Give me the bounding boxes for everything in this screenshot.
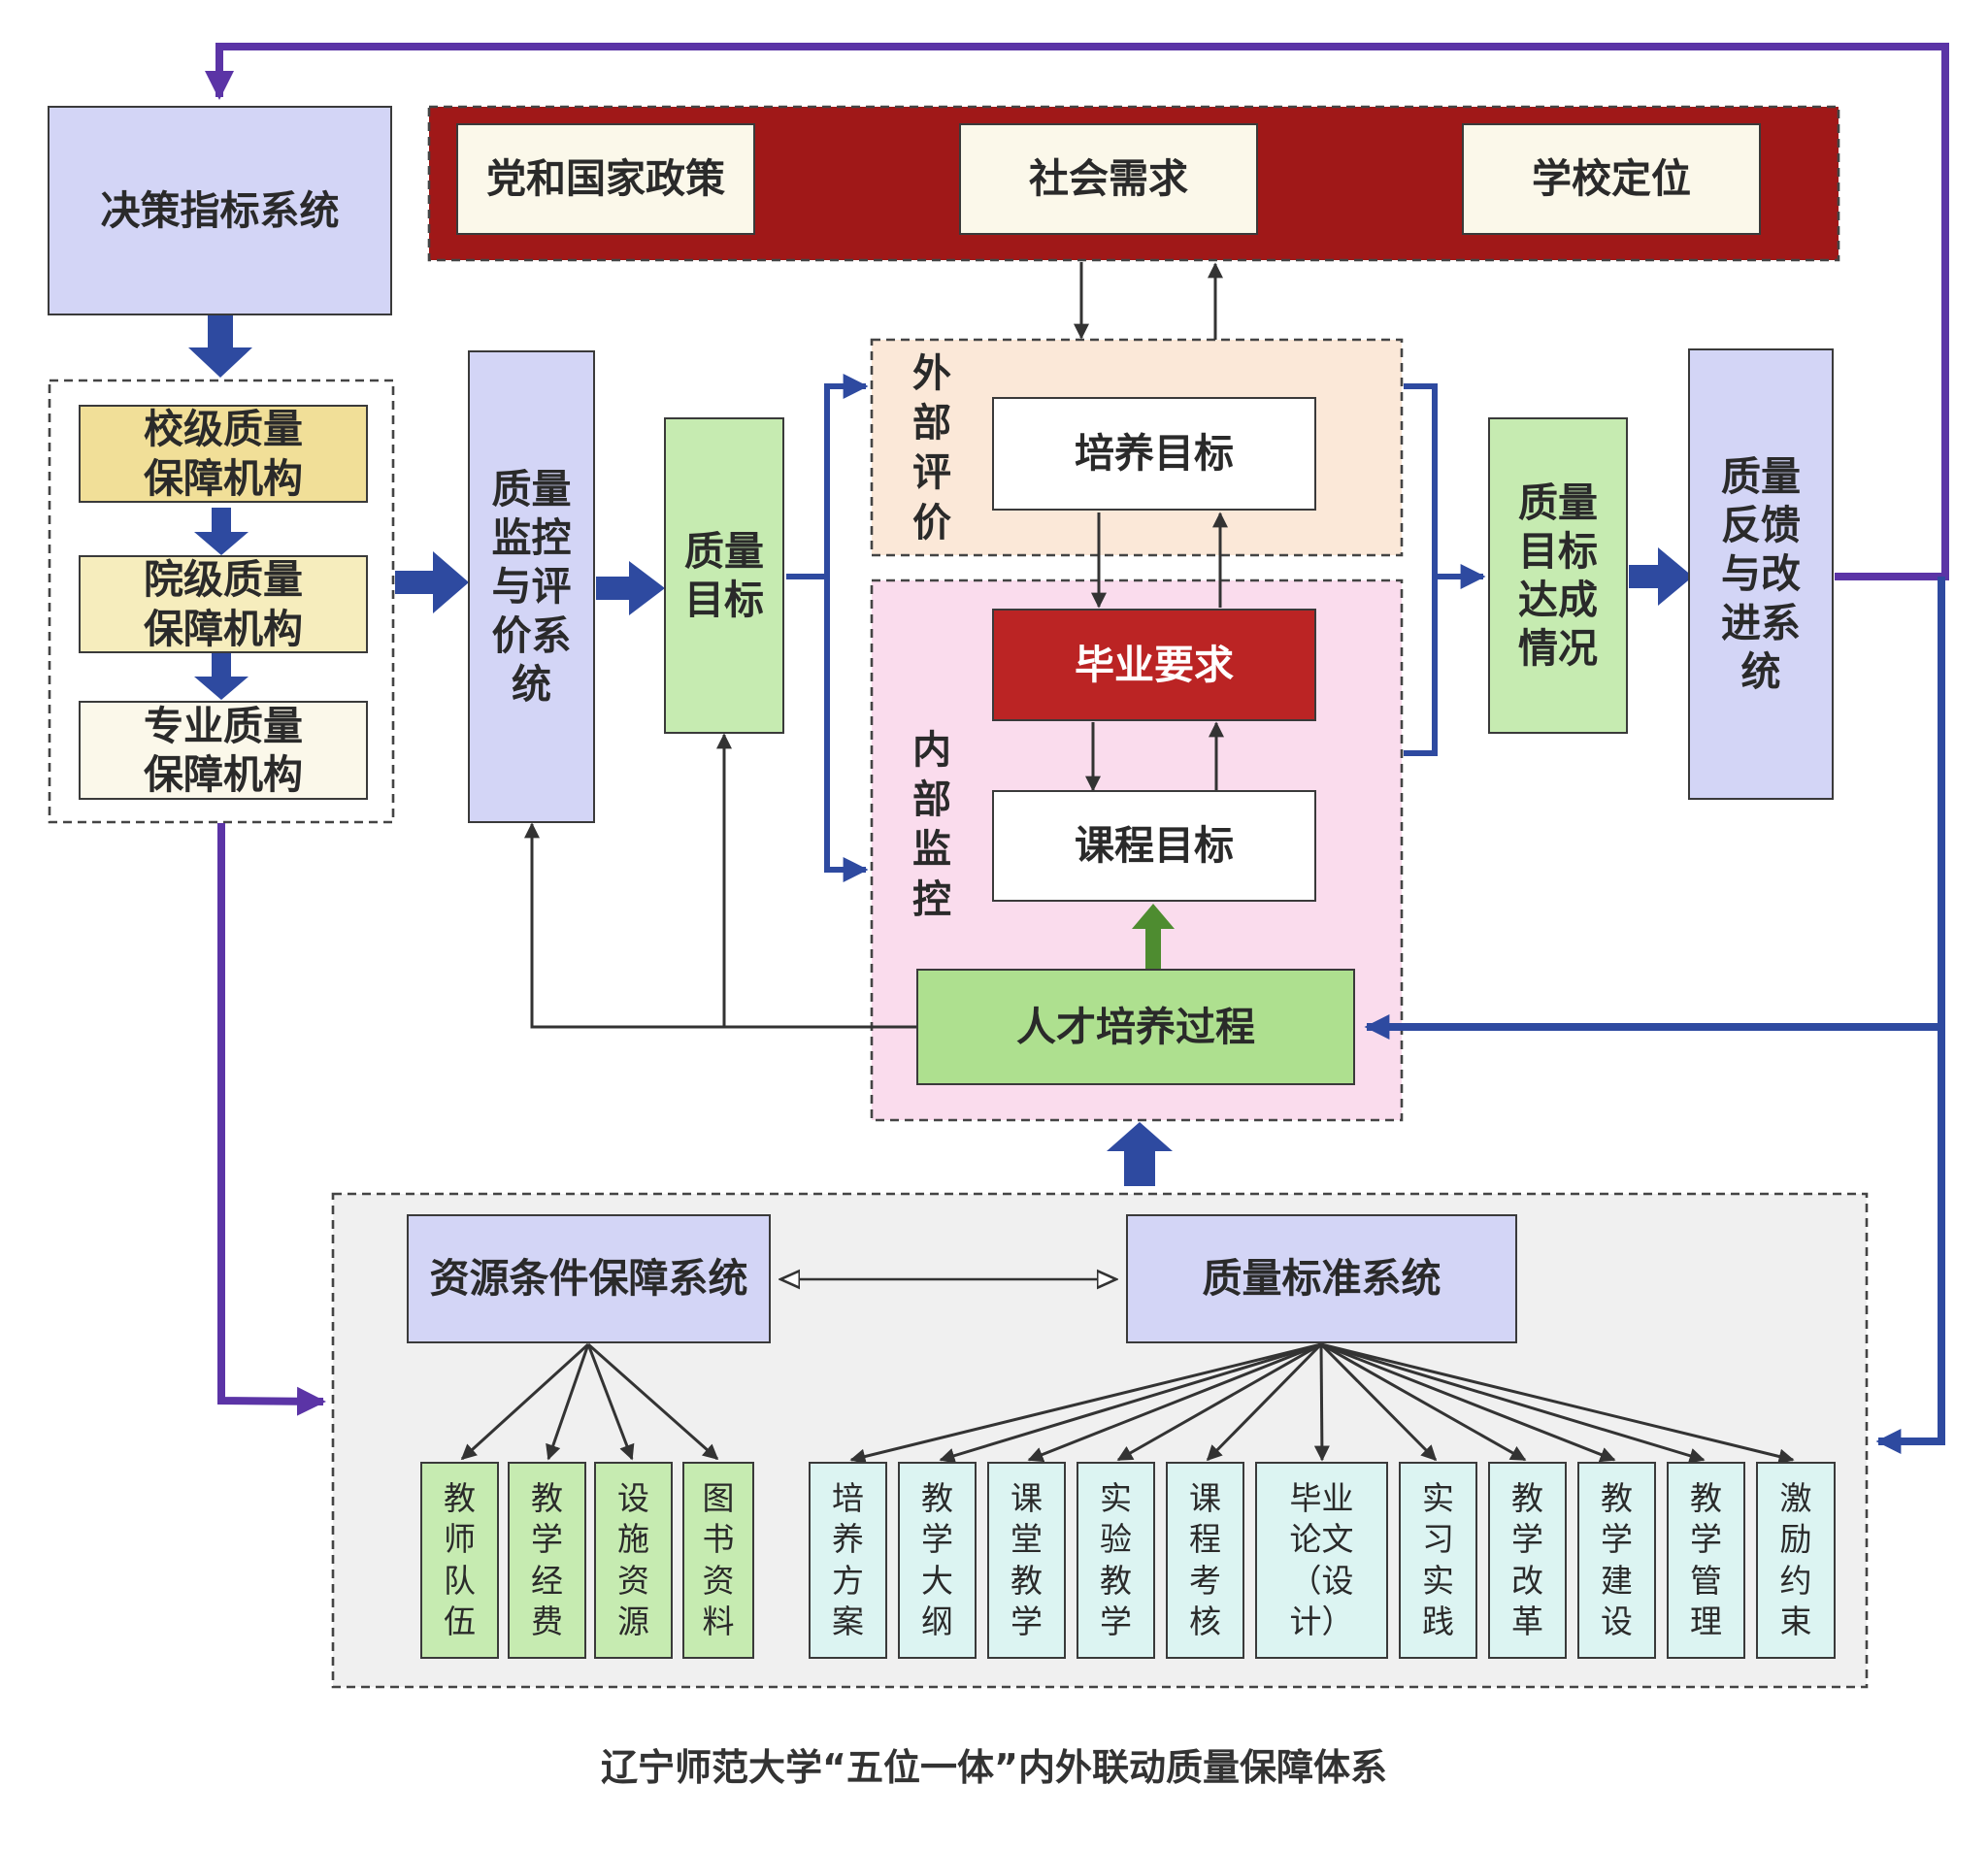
achievement-to-feedback-arrow <box>1629 547 1693 606</box>
monitor-to-target-arrow <box>596 561 665 615</box>
fan-res-2 <box>546 1343 590 1461</box>
leaf-classroom[interactable]: 课堂教学 <box>987 1462 1066 1659</box>
resource-system-box[interactable]: 资源条件保障系统 <box>407 1214 771 1343</box>
quality-target-box[interactable]: 质量 目标 <box>664 417 784 734</box>
fan-std-8 <box>1320 1342 1527 1462</box>
process-to-course-arrow <box>1132 904 1175 970</box>
training-goal-label: 培养目标 <box>1075 430 1234 478</box>
internal-monitor-label: 内部监控 <box>912 728 951 922</box>
monitor-line4: 价系 <box>491 611 572 659</box>
monitor-line1: 质量 <box>491 466 572 513</box>
external-eval-label: 外部评价 <box>912 351 951 545</box>
major-org-box[interactable]: 专业质量 保障机构 <box>79 701 368 800</box>
fan-res-1 <box>460 1342 590 1461</box>
decision-down-arrow <box>188 315 252 378</box>
social-demand-label: 社会需求 <box>1029 155 1188 203</box>
org-to-resource-arrow <box>217 823 326 1416</box>
college-org-line2: 保障机构 <box>144 605 303 652</box>
school-org-line2: 保障机构 <box>144 454 303 502</box>
fan-std-7 <box>1319 1342 1438 1462</box>
leaf-internship[interactable]: 实习实践 <box>1399 1462 1477 1659</box>
talent-process-label: 人才培养过程 <box>1016 1003 1255 1050</box>
fan-std-9 <box>1320 1342 1616 1463</box>
fan-res-3 <box>586 1343 635 1461</box>
major-org-line1: 专业质量 <box>144 702 303 749</box>
leaf-funding[interactable]: 教学经费 <box>508 1462 586 1659</box>
graduation-req-label: 毕业要求 <box>1075 641 1234 688</box>
leaf-teachers[interactable]: 教师队伍 <box>420 1462 499 1659</box>
school-to-college-arrow <box>194 508 248 555</box>
school-position-label: 学校定位 <box>1532 155 1691 203</box>
graduation-req-box[interactable]: 毕业要求 <box>992 609 1316 721</box>
fan-std-1 <box>849 1342 1322 1465</box>
feedback-to-resource-arrow <box>1875 577 1945 1454</box>
fan-std-4 <box>1116 1342 1322 1462</box>
resource-system-label: 资源条件保障系统 <box>429 1255 748 1303</box>
leaf-management[interactable]: 教学管理 <box>1667 1462 1745 1659</box>
resources-to-process-arrow <box>1107 1122 1173 1186</box>
social-demand-box[interactable]: 社会需求 <box>959 123 1258 235</box>
policy-label: 党和国家政策 <box>486 155 725 203</box>
monitor-line2: 监控 <box>491 514 572 562</box>
leaf-experiment[interactable]: 实验教学 <box>1077 1462 1155 1659</box>
fan-std-5 <box>1206 1342 1323 1462</box>
fan-res-4 <box>587 1342 719 1461</box>
diagram-caption: 辽宁师范大学“五位一体”内外联动质量保障体系 <box>601 1746 1387 1789</box>
feedback-box[interactable]: 质量反馈与改进系统 <box>1688 348 1834 800</box>
resource-fanout <box>460 1342 719 1461</box>
regions-bracket <box>1404 383 1438 756</box>
leaf-library[interactable]: 图书资料 <box>682 1462 754 1659</box>
target-to-external-arrow <box>824 374 869 577</box>
decision-system-label: 决策指标系统 <box>100 186 340 234</box>
school-org-box[interactable]: 校级质量 保障机构 <box>79 405 368 503</box>
decision-system-box[interactable]: 决策指标系统 <box>48 106 392 315</box>
college-org-line1: 院级质量 <box>144 556 303 604</box>
quality-target-line1: 质量 <box>684 527 764 575</box>
fan-std-10 <box>1320 1342 1706 1464</box>
monitor-system-box[interactable]: 质量 监控 与评 价系 统 <box>468 350 595 823</box>
target-to-internal-arrow <box>824 577 869 882</box>
achievement-box[interactable]: 质量目标达成情况 <box>1488 417 1628 734</box>
leaf-facilities[interactable]: 设施资源 <box>594 1462 673 1659</box>
fan-std-6 <box>1313 1343 1330 1462</box>
leaf-assessment[interactable]: 课程考核 <box>1166 1462 1244 1659</box>
college-org-box[interactable]: 院级质量 保障机构 <box>79 555 368 653</box>
leaf-reform[interactable]: 教学改革 <box>1488 1462 1567 1659</box>
course-goal-label: 课程目标 <box>1075 822 1234 870</box>
monitor-line3: 与评 <box>491 563 572 611</box>
fan-std-2 <box>939 1342 1322 1464</box>
process-to-monitor-arrow <box>524 822 917 1029</box>
major-org-line2: 保障机构 <box>144 751 303 798</box>
org-to-monitor-arrow <box>395 551 469 613</box>
standard-system-label: 质量标准系统 <box>1202 1255 1441 1303</box>
leaf-construction[interactable]: 教学建设 <box>1577 1462 1656 1659</box>
school-org-line1: 校级质量 <box>144 406 303 453</box>
feedback-loop-arrow <box>205 43 1949 580</box>
monitor-line5: 统 <box>512 660 551 708</box>
training-goal-box[interactable]: 培养目标 <box>992 397 1316 511</box>
fan-std-11 <box>1320 1342 1795 1465</box>
leaf-training-plan[interactable]: 培养方案 <box>809 1462 887 1659</box>
course-goal-box[interactable]: 课程目标 <box>992 790 1316 902</box>
standard-fanout <box>849 1342 1795 1465</box>
talent-process-box[interactable]: 人才培养过程 <box>916 969 1355 1085</box>
college-to-major-arrow <box>194 652 248 700</box>
school-position-box[interactable]: 学校定位 <box>1462 123 1761 235</box>
fan-std-3 <box>1027 1342 1322 1463</box>
quality-target-line2: 目标 <box>684 577 764 623</box>
standard-system-box[interactable]: 质量标准系统 <box>1126 1214 1517 1343</box>
policy-box[interactable]: 党和国家政策 <box>456 123 755 235</box>
leaf-thesis[interactable]: 毕业论文（设计） <box>1255 1462 1388 1659</box>
leaf-syllabus[interactable]: 教学大纲 <box>898 1462 977 1659</box>
leaf-incentive[interactable]: 激励约束 <box>1756 1462 1836 1659</box>
